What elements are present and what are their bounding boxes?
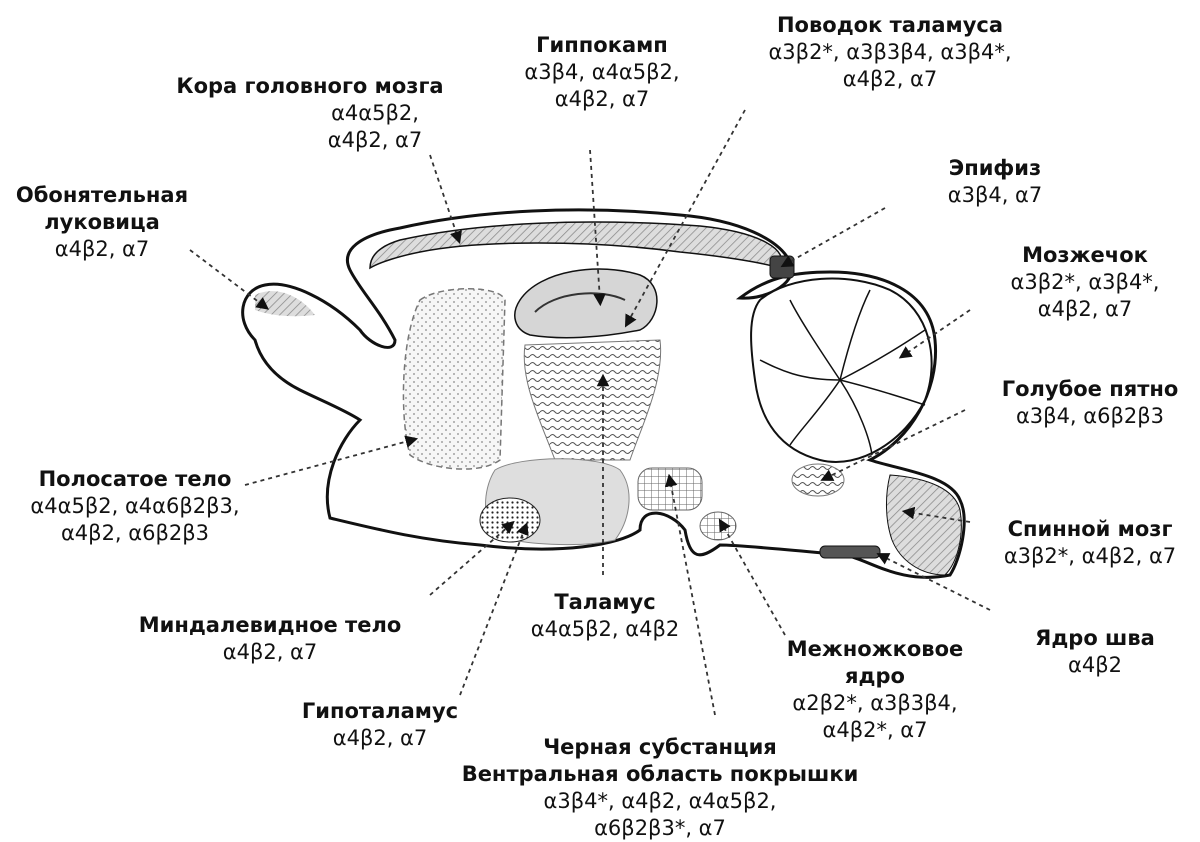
label-habenula: Поводок таламуса α3β2*, α3β3β4, α3β4*, α… (740, 12, 1040, 93)
substantia-nigra-name-1: Черная субстанция (440, 734, 880, 761)
habenula-subunits-2: α4β2, α7 (740, 66, 1040, 93)
label-amygdala: Миндалевидное тело α4β2, α7 (120, 612, 420, 666)
striatum-region (403, 289, 505, 469)
cerebellum-subunits-2: α4β2, α7 (975, 296, 1195, 323)
interpeduncular-name-2: ядро (775, 663, 975, 690)
hippocampus-subunits-2: α4β2, α7 (507, 86, 697, 113)
pineal-name: Эпифиз (920, 155, 1070, 182)
label-interpeduncular: Межножковое ядро α2β2*, α3β3β4, α4β2*, α… (775, 636, 975, 744)
label-cerebellum: Мозжечок α3β2*, α3β4*, α4β2, α7 (975, 242, 1195, 323)
locus-coeruleus-region (792, 464, 844, 496)
raphe-name: Ядро шва (1020, 625, 1170, 652)
interpeduncular-region (700, 512, 736, 540)
locus-coeruleus-name: Голубое пятно (980, 376, 1200, 403)
striatum-subunits-1: α4α5β2, α4α6β2β3, (5, 493, 265, 520)
label-thalamus: Таламус α4α5β2, α4β2 (505, 589, 705, 643)
pineal-region (770, 256, 794, 278)
cortex-name: Кора головного мозга (160, 73, 460, 100)
interpeduncular-name-1: Межножковое (775, 636, 975, 663)
label-olfactory-bulb: Обонятельная луковица α4β2, α7 (2, 182, 202, 263)
substantia-nigra-name-2: Вентральная область покрышки (440, 761, 880, 788)
hippocampus-name: Гиппокамп (507, 32, 697, 59)
label-substantia-nigra: Черная субстанция Вентральная область по… (440, 734, 880, 842)
label-pineal: Эпифиз α3β4, α7 (920, 155, 1070, 209)
spinal-cord-subunits-1: α3β2*, α4β2, α7 (985, 543, 1195, 570)
amygdala-subunits-1: α4β2, α7 (120, 639, 420, 666)
cortex-subunits-1: α4α5β2, (160, 100, 460, 127)
olfactory-bulb-subunits-1: α4β2, α7 (2, 236, 202, 263)
label-hippocampus: Гиппокамп α3β4, α4α5β2, α4β2, α7 (507, 32, 697, 113)
hypothalamus-name: Гипоталамус (290, 698, 470, 725)
substantia-nigra-subunits-2: α6β2β3*, α7 (440, 815, 880, 842)
raphe-region (820, 546, 880, 558)
raphe-subunits-1: α4β2 (1020, 652, 1170, 679)
substantia-nigra-region (638, 468, 702, 510)
striatum-subunits-2: α4β2, α6β2β3 (5, 520, 265, 547)
habenula-subunits-1: α3β2*, α3β3β4, α3β4*, (740, 39, 1040, 66)
label-locus-coeruleus: Голубое пятно α3β4, α6β2β3 (980, 376, 1200, 430)
olfactory-bulb-name-2: луковица (2, 209, 202, 236)
label-striatum: Полосатое тело α4α5β2, α4α6β2β3, α4β2, α… (5, 466, 265, 547)
label-cortex: Кора головного мозга α4α5β2, α4β2, α7 (160, 73, 460, 154)
habenula-name: Поводок таламуса (740, 12, 1040, 39)
label-raphe: Ядро шва α4β2 (1020, 625, 1170, 679)
cortex-subunits-2: α4β2, α7 (160, 127, 460, 154)
locus-coeruleus-subunits-1: α3β4, α6β2β3 (980, 403, 1200, 430)
substantia-nigra-subunits-1: α3β4*, α4β2, α4α5β2, (440, 788, 880, 815)
spinal-cord-name: Спинной мозг (985, 516, 1195, 543)
amygdala-name: Миндалевидное тело (120, 612, 420, 639)
thalamus-name: Таламус (505, 589, 705, 616)
cerebellum-name: Мозжечок (975, 242, 1195, 269)
amygdala-region (480, 498, 540, 542)
hippocampus-subunits-1: α3β4, α4α5β2, (507, 59, 697, 86)
cerebellum-subunits-1: α3β2*, α3β4*, (975, 269, 1195, 296)
striatum-name: Полосатое тело (5, 466, 265, 493)
interpeduncular-subunits-1: α2β2*, α3β3β4, (775, 690, 975, 717)
olfactory-bulb-name-1: Обонятельная (2, 182, 202, 209)
label-spinal-cord: Спинной мозг α3β2*, α4β2, α7 (985, 516, 1195, 570)
thalamus-subunits-1: α4α5β2, α4β2 (505, 616, 705, 643)
pineal-subunits-1: α3β4, α7 (920, 182, 1070, 209)
